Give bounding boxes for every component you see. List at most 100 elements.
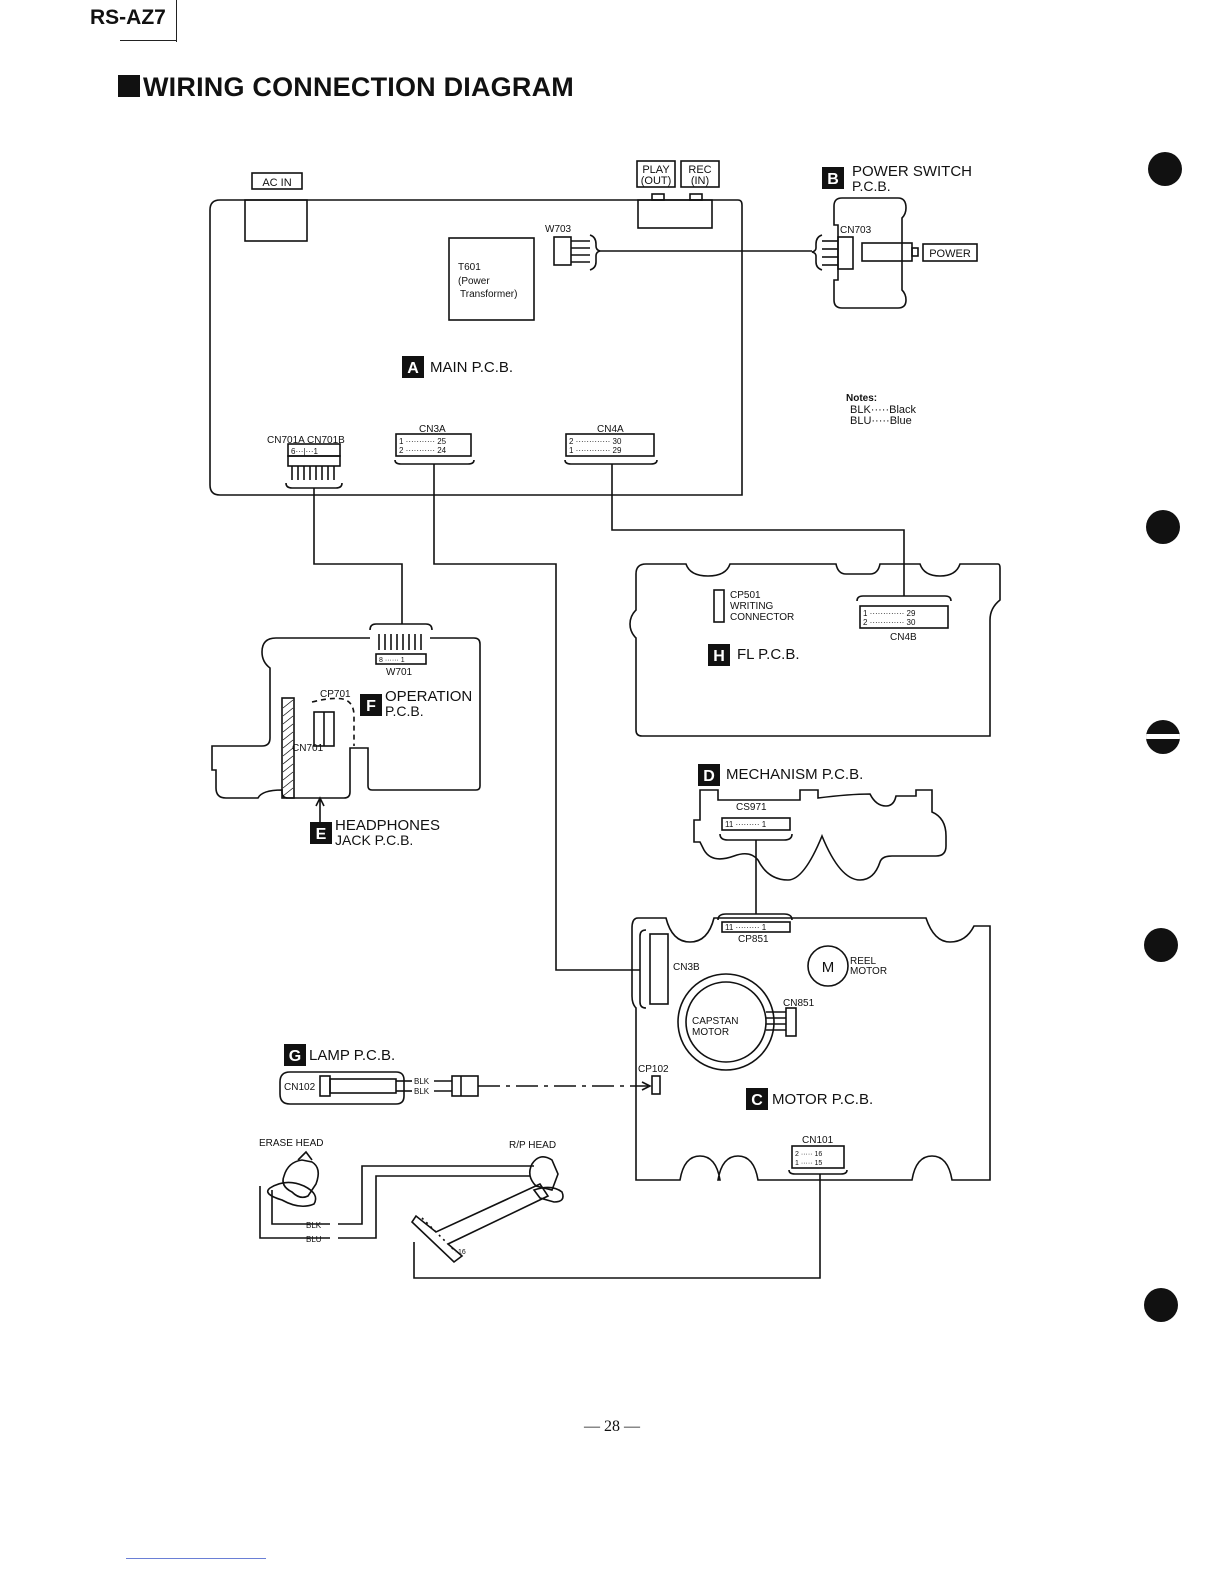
- diagram-labels: MAIN P.C.B. AC IN PLAY (OUT) REC (IN) W7…: [259, 163, 972, 1256]
- rp-head-flex-dots: [421, 1217, 457, 1253]
- w701-label: W701: [386, 667, 413, 678]
- pcb-letter-badges: A B H F E D C G: [284, 167, 844, 1110]
- cn3a-row-1: 1 ··········· 25: [399, 437, 447, 446]
- fl-pcb-name: FL P.C.B.: [737, 646, 800, 663]
- erase-head-base: [266, 1181, 317, 1208]
- badge-h-letter: H: [713, 648, 725, 665]
- badge-g-letter: G: [289, 1048, 301, 1065]
- rec-label: REC: [688, 164, 711, 176]
- notes-title: Notes:: [846, 393, 877, 404]
- power-switch-pcb-outline: [833, 197, 907, 309]
- cn101-bracket: [788, 1169, 848, 1175]
- cn102-label: CN102: [284, 1082, 316, 1093]
- wire-cn701-to-w701: [313, 488, 403, 624]
- mechanism-pcb-name: MECHANISM P.C.B.: [726, 766, 863, 783]
- badge-d-box: [698, 764, 720, 786]
- power-switch-pcb: [811, 197, 978, 309]
- headphones-title-2: JACK P.C.B.: [335, 832, 413, 848]
- badge-c-box: [746, 1088, 768, 1110]
- cn3a-label: CN3A: [419, 424, 446, 435]
- capstan-motor-outer: [677, 973, 775, 1071]
- margin-dot-2: [1146, 510, 1180, 544]
- main-pcb-outline: [209, 199, 743, 496]
- erase-head-body: [282, 1159, 320, 1199]
- lamp-plug: [451, 1075, 479, 1097]
- page-title: WIRING CONNECTION DIAGRAM: [118, 72, 574, 103]
- wire-erase-head-blu: [259, 1175, 530, 1239]
- cp102-label: CP102: [638, 1064, 669, 1075]
- margin-dot-5: [1144, 1288, 1178, 1322]
- page-number-dash-right: —: [624, 1418, 640, 1435]
- w701-wire-bundle: [378, 634, 422, 650]
- reel-motor-symbol: [807, 945, 849, 987]
- margin-dot-1: [1148, 152, 1182, 186]
- page-number: —28—: [0, 1418, 1224, 1436]
- lamp-blk-1: BLK: [414, 1077, 430, 1086]
- play-rec-jack-tab-2: [689, 193, 703, 201]
- wire-cn3a-to-cn3b: [433, 464, 640, 971]
- rp-head-body: [528, 1156, 559, 1191]
- margin-dot-4: [1144, 928, 1178, 962]
- bottom-edge-line: [126, 1558, 266, 1559]
- wire-cn4a-to-cn4b: [611, 464, 905, 596]
- lamp-pcb-outline: [279, 1071, 405, 1105]
- cp851-bracket: [717, 913, 793, 921]
- fl-pcb-outline: [629, 563, 1001, 737]
- power-switch-knob: [911, 247, 919, 257]
- cn4a-bracket: [564, 459, 658, 465]
- cn703-brace: [811, 234, 823, 271]
- motor-pcb-name: MOTOR P.C.B.: [772, 1091, 873, 1108]
- headphones-pointer-arrow: [315, 796, 325, 822]
- cp701-dashed-cable: [311, 697, 355, 746]
- power-switch-body: [861, 242, 913, 262]
- wire-erase-head-blk: [271, 1165, 534, 1225]
- badge-c-letter: C: [751, 1092, 763, 1109]
- play-rec-jack-block: [637, 199, 713, 229]
- badge-f-letter: F: [366, 698, 376, 715]
- play-out-label-box: [636, 160, 676, 188]
- out-label: (OUT): [641, 175, 672, 187]
- cp851-pins: 11 ········· 1: [725, 923, 767, 932]
- lamp-wire-to-plug: [434, 1080, 452, 1092]
- operation-title-2: P.C.B.: [385, 703, 424, 719]
- cn3a-row-2: 2 ··········· 24: [399, 446, 447, 455]
- heads: [266, 1150, 564, 1264]
- cn4a-row-1: 2 ············· 30: [569, 437, 622, 446]
- cn701-bracket: [285, 482, 343, 489]
- notes-blu: BLU·····Blue: [850, 415, 912, 427]
- t601-label-2: (Power: [458, 276, 490, 287]
- badge-b-letter: B: [827, 171, 839, 188]
- badge-e-letter: E: [316, 826, 327, 843]
- cn3b-connector: [649, 933, 669, 1005]
- cn4a-label: CN4A: [597, 424, 624, 435]
- cs971-pins: 11 ········· 1: [725, 820, 767, 829]
- cp501-label-3: CONNECTOR: [730, 612, 794, 623]
- notes-blk: BLK·····Black: [850, 404, 917, 416]
- cp501-label-2: WRITING: [730, 601, 774, 612]
- cn101-row-1: 2 ····· 16: [795, 1151, 822, 1158]
- cn701-pins-block: [287, 455, 341, 467]
- cn102-connector: [319, 1075, 331, 1097]
- model-rule-horizontal: [120, 40, 176, 41]
- erase-head-label: ERASE HEAD: [259, 1138, 323, 1149]
- operation-pcb: [211, 623, 481, 822]
- cp851-connector: [721, 921, 791, 933]
- headphones-title-1: HEADPHONES: [335, 817, 440, 834]
- cs971-bracket: [719, 833, 793, 841]
- power-switch-title-1: POWER SWITCH: [852, 163, 972, 180]
- wires: [259, 250, 905, 1279]
- main-pcb-name: MAIN P.C.B.: [430, 359, 513, 376]
- rp-head-pin-16: 16: [458, 1249, 466, 1256]
- capstan-motor-inner: [685, 981, 767, 1063]
- cn3a-bracket: [394, 459, 475, 465]
- lamp-blk-2: BLK: [414, 1087, 430, 1096]
- cs971-connector: [721, 817, 791, 831]
- cn703-label: CN703: [840, 225, 872, 236]
- badge-e-box: [310, 822, 332, 844]
- capstan-label-2: MOTOR: [692, 1027, 729, 1038]
- reel-motor-m: M: [822, 959, 835, 976]
- play-rec-jack-tab-1: [651, 193, 665, 201]
- cn703-connector: [837, 236, 854, 270]
- mechanism-pcb: [693, 789, 947, 881]
